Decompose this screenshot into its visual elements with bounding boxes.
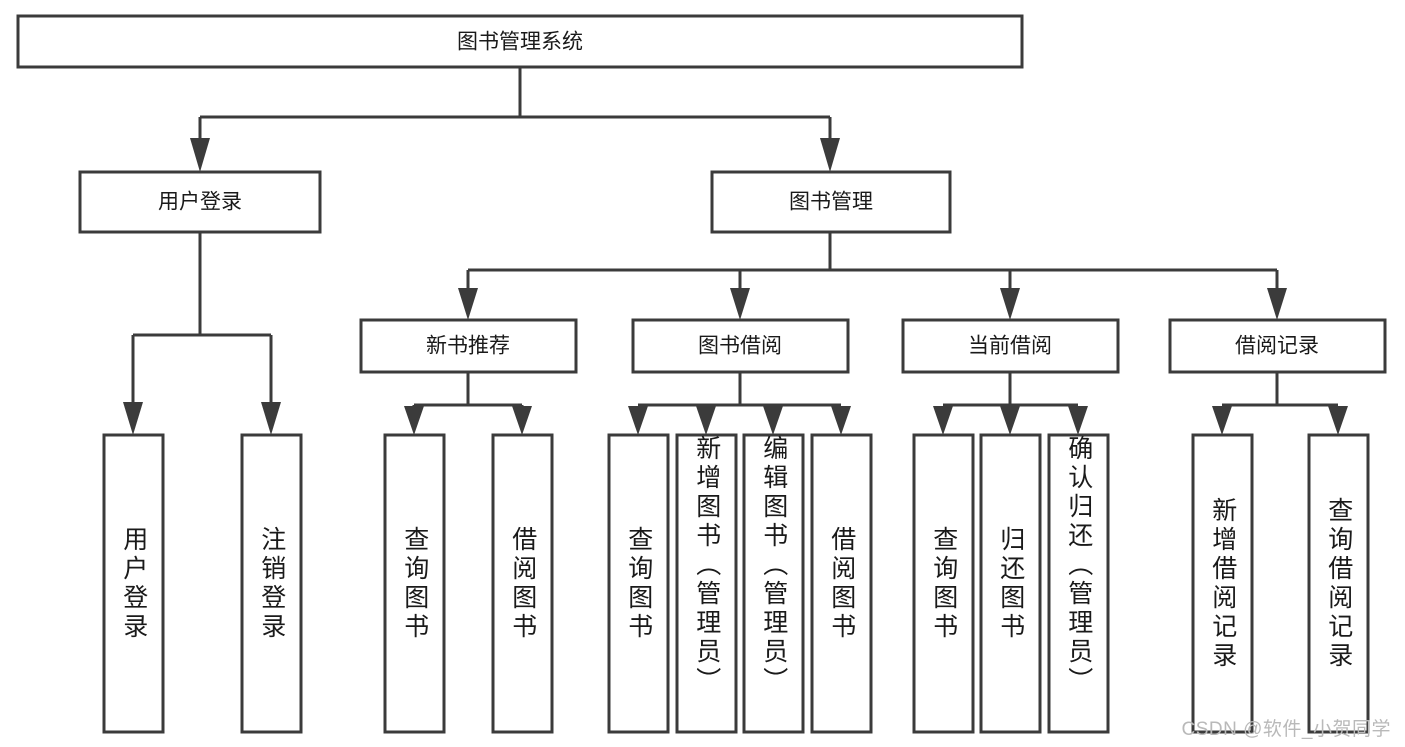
leaf-box-query-book-3[interactable] — [912, 433, 975, 734]
arrow-head-borrow-record — [1267, 288, 1287, 320]
book-borrow-box[interactable] — [631, 318, 850, 374]
user-login-label: 用户登录 — [158, 191, 242, 214]
node-new-book-recommend[interactable]: 新书推荐 — [359, 318, 578, 374]
arrow-head-leaf-query-record — [1328, 406, 1348, 435]
connector-group-user-login — [123, 232, 281, 435]
node-current-borrow[interactable]: 当前借阅 — [901, 318, 1120, 374]
leaf-box-add-book[interactable] — [675, 433, 738, 734]
arrow-head-current-borrow — [1000, 288, 1020, 320]
arrow-head-leaf-logout-login — [261, 402, 281, 435]
connector-group-root — [190, 67, 840, 172]
arrow-head-leaf-edit-book — [763, 406, 783, 435]
leaf-box-return-book[interactable] — [979, 433, 1042, 734]
arrow-head-new-book-recommend — [458, 288, 478, 320]
root-box[interactable] — [16, 14, 1024, 69]
arrow-head-book-management — [820, 138, 840, 172]
node-borrow-record[interactable]: 借阅记录 — [1168, 318, 1387, 374]
connector-group-new-book-recommend — [404, 372, 532, 435]
leaf-box-borrow-book-1[interactable] — [491, 433, 554, 734]
node-book-borrow[interactable]: 图书借阅 — [631, 318, 850, 374]
arrow-head-user-login — [190, 138, 210, 172]
leaf-box-confirm-return[interactable] — [1047, 433, 1110, 734]
user-login-box[interactable] — [78, 170, 322, 234]
leaf-box-user-login[interactable] — [102, 433, 165, 734]
leaf-box-query-book-2[interactable] — [607, 433, 670, 734]
borrow-record-label: 借阅记录 — [1235, 335, 1319, 358]
root-label: 图书管理系统 — [457, 31, 583, 54]
leaf-box-query-book-1[interactable] — [383, 433, 446, 734]
arrow-head-leaf-add-book — [696, 406, 716, 435]
new-book-recommend-box[interactable] — [359, 318, 578, 374]
leaf-boxes-user-login — [102, 433, 303, 734]
arrow-head-leaf-confirm-return — [1068, 406, 1088, 435]
arrow-head-leaf-return-book — [1000, 406, 1020, 435]
leaf-boxes-book-borrow — [607, 433, 873, 734]
new-book-recommend-label: 新书推荐 — [426, 335, 510, 358]
arrow-head-leaf-add-record — [1212, 406, 1232, 435]
arrow-head-leaf-query-book-1 — [404, 406, 424, 435]
leaf-box-add-record[interactable] — [1191, 433, 1254, 734]
leaf-boxes-new-book-recommend — [383, 433, 554, 734]
leaf-boxes-current-borrow — [912, 433, 1110, 734]
arrow-head-leaf-query-book-3 — [933, 406, 953, 435]
leaf-box-edit-book[interactable] — [742, 433, 805, 734]
connector-group-book-management — [458, 232, 1287, 320]
arrow-head-book-borrow — [730, 288, 750, 320]
node-root[interactable]: 图书管理系统 — [16, 14, 1024, 69]
borrow-record-box[interactable] — [1168, 318, 1387, 374]
arrow-head-leaf-query-book-2 — [628, 406, 648, 435]
current-borrow-label: 当前借阅 — [968, 335, 1052, 358]
connector-group-borrow-record — [1212, 372, 1348, 435]
connector-group-book-borrow — [628, 372, 851, 435]
node-user-login[interactable]: 用户登录 — [78, 170, 322, 234]
arrow-head-leaf-borrow-book-1 — [512, 406, 532, 435]
leaf-boxes-borrow-record — [1191, 433, 1370, 734]
leaf-box-borrow-book-2[interactable] — [810, 433, 873, 734]
leaf-box-logout-login[interactable] — [240, 433, 303, 734]
arrow-head-leaf-user-login — [123, 402, 143, 435]
node-book-management[interactable]: 图书管理 — [710, 170, 952, 234]
leaf-box-query-record[interactable] — [1307, 433, 1370, 734]
book-management-box[interactable] — [710, 170, 952, 234]
arrow-head-leaf-borrow-book-2 — [831, 406, 851, 435]
book-management-label: 图书管理 — [789, 191, 873, 214]
connector-group-current-borrow — [933, 372, 1088, 435]
current-borrow-box[interactable] — [901, 318, 1120, 374]
book-borrow-label: 图书借阅 — [698, 335, 782, 358]
